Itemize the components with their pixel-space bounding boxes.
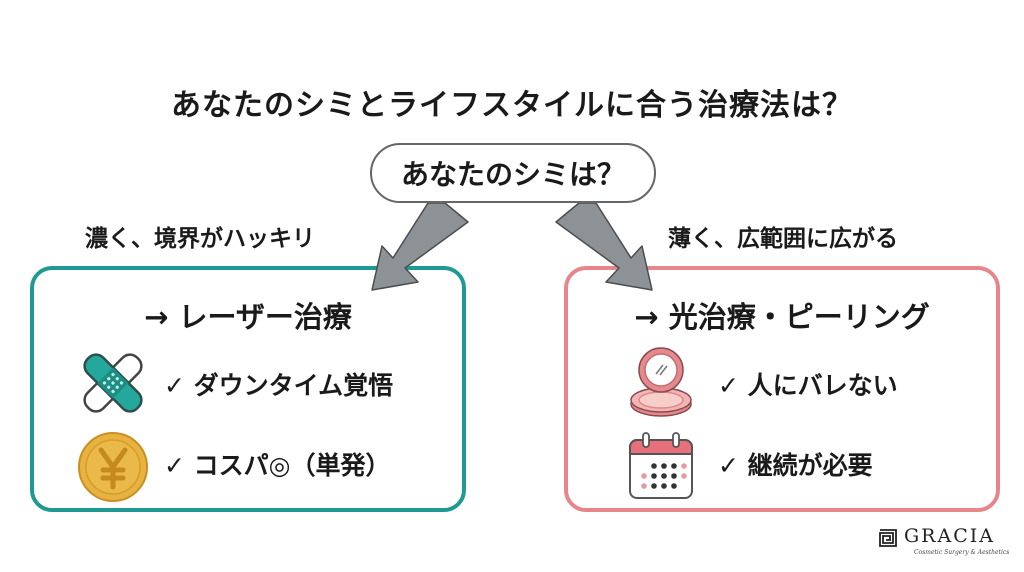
condition-right: 薄く、広範囲に広がる [668, 226, 898, 252]
page-title: あなたのシミとライフスタイルに合う治療法は？ [171, 88, 853, 123]
arrow-right-icon [555, 202, 653, 291]
logo-tagline: Cosmetic Surgery & Aesthetics [914, 549, 1010, 556]
compact-mirror-icon [630, 347, 692, 417]
item-continuous: ✓ 継続が必要 [718, 451, 873, 480]
light-peeling-treatment-card: → 光治療・ピーリング ✓ 人にバレない ✓ 継続が必要 [564, 266, 1000, 512]
item-cost: ✓ コスパ◎（単発） [164, 451, 391, 480]
item-downtime: ✓ ダウンタイム覚悟 [164, 371, 394, 400]
yen-coin-icon [78, 432, 148, 502]
card-heading: → レーザー治療 [144, 300, 352, 334]
calendar-icon [629, 432, 693, 499]
laser-treatment-card: → レーザー治療 ✓ ダウンタイム覚悟 ✓ コスパ◎（単発） [30, 266, 466, 512]
gracia-logo: GRACIA Cosmetic Surgery & Aesthetics [878, 525, 1018, 565]
condition-left: 濃く、境界がハッキリ [85, 226, 315, 252]
card-heading: → 光治療・ピーリング [634, 300, 930, 334]
arrow-left-icon [371, 202, 469, 291]
logo-mark-icon [879, 529, 897, 547]
logo-name: GRACIA [904, 525, 995, 547]
question-bubble: あなたのシミは？ [370, 143, 656, 203]
item-discreet: ✓ 人にバレない [718, 371, 898, 400]
bandage-icon [83, 353, 143, 413]
